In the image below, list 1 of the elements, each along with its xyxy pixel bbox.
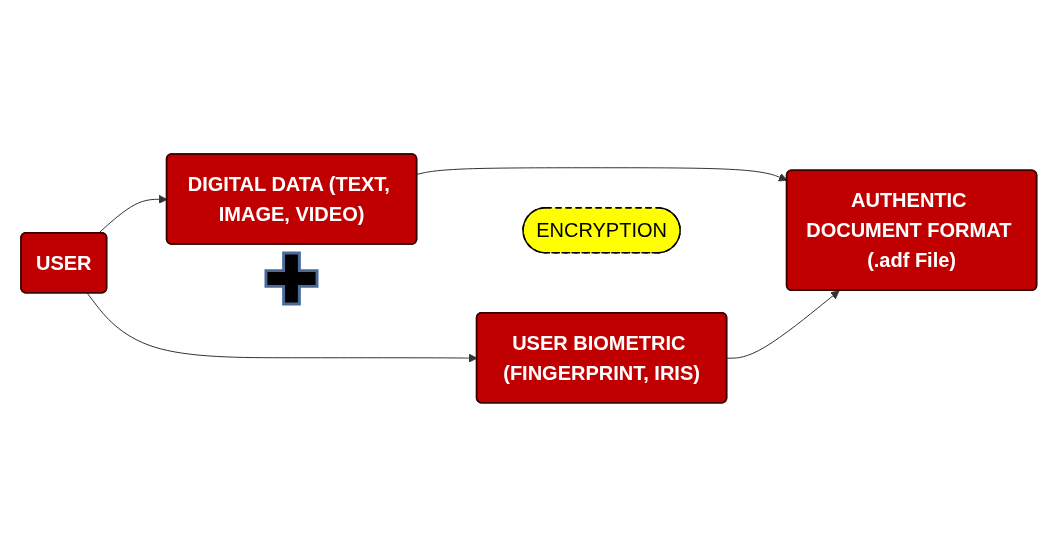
arrow: [726, 290, 840, 359]
